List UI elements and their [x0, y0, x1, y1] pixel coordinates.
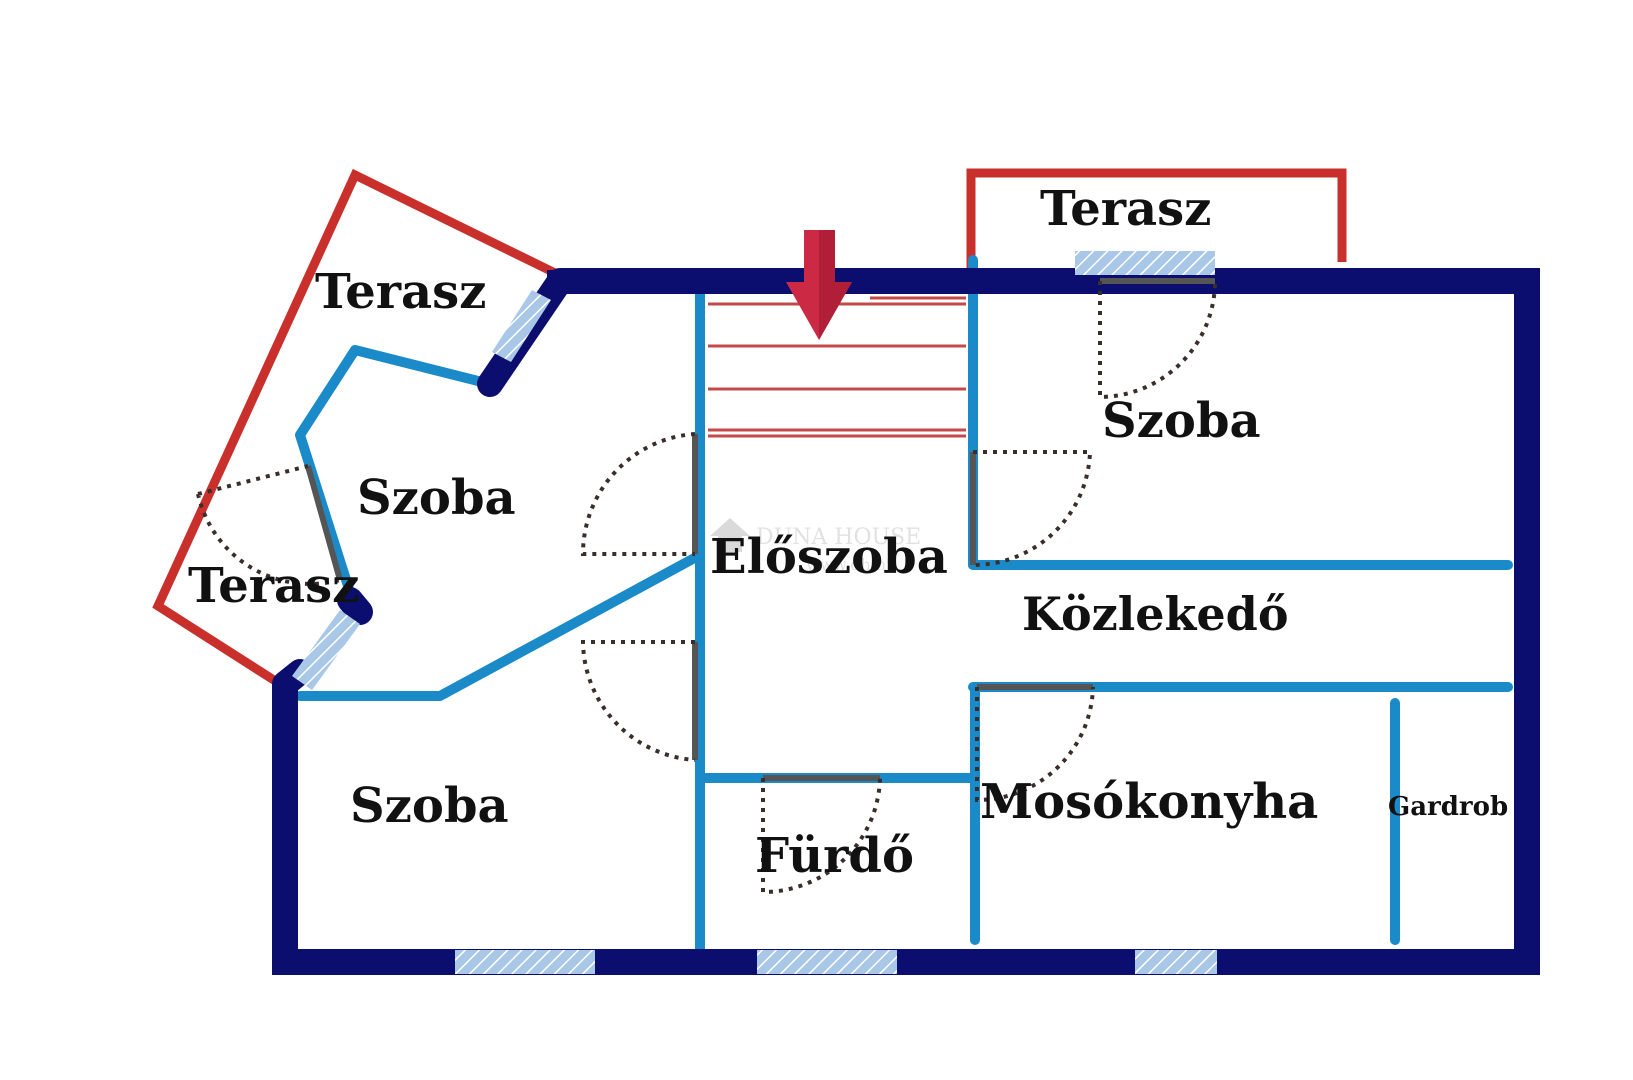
label-terasz-top-left: Terasz — [315, 264, 486, 320]
watermark-brand: DUNA HOUSE — [756, 525, 921, 550]
window-top-left-diagonal — [492, 290, 551, 362]
label-gardrob: Gardrob — [1388, 792, 1508, 822]
inner-wall-szoba-left — [295, 345, 495, 613]
terrace-top-left-outline — [152, 168, 557, 688]
window-bottom-middle — [757, 950, 897, 974]
label-mosokonyha: Mosókonyha — [980, 774, 1318, 830]
outer-wall-top-segment — [547, 270, 977, 292]
arrow-down-icon — [786, 230, 852, 340]
door-terrace-left — [305, 465, 343, 581]
label-szoba-bottom-left: Szoba — [350, 778, 509, 834]
window-bottom-left — [455, 950, 595, 974]
label-kozlekedo: Közlekedő — [1022, 587, 1289, 641]
label-szoba-top-right: Szoba — [1102, 393, 1261, 449]
terraces — [152, 168, 1347, 688]
windows — [292, 251, 1217, 974]
staircase — [708, 296, 966, 438]
label-furdo: Fürdő — [755, 828, 914, 884]
label-terasz-left: Terasz — [188, 558, 359, 614]
house-logo-icon — [710, 518, 750, 552]
outer-wall-left-knob — [337, 587, 373, 625]
window-left-diagonal — [292, 610, 360, 690]
label-eloszoba: Előszoba — [710, 529, 948, 585]
label-szoba-left: Szoba — [357, 470, 516, 526]
watermark-url: www.dh.hu — [806, 555, 897, 574]
window-bottom-right — [1135, 950, 1217, 974]
door-swings — [196, 280, 1217, 895]
room-labels: Terasz Terasz Terasz Szoba Szoba Szoba E… — [188, 181, 1508, 884]
doors — [305, 278, 1215, 781]
inner-wall-diagonal — [295, 550, 705, 701]
terrace-top-right-outline — [966, 168, 1347, 270]
watermark: DUNA HOUSE www.dh.hu — [710, 518, 921, 574]
label-terasz-top-right: Terasz — [1040, 181, 1211, 237]
window-top-right — [1075, 251, 1215, 275]
